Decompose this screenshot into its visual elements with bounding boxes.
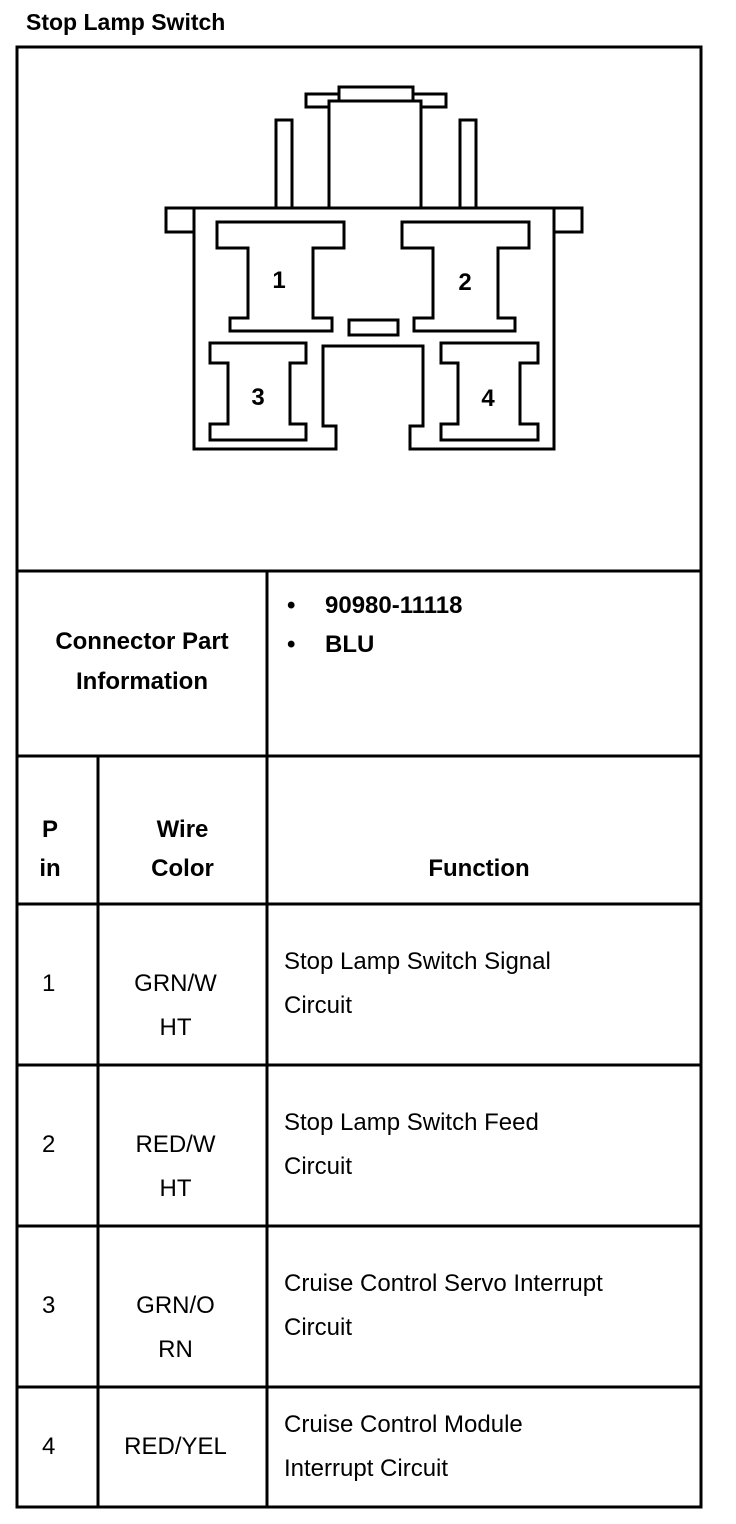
keying-slot xyxy=(347,318,400,337)
row-2-pin: 2 xyxy=(42,1131,56,1158)
bullet-item: • 90980-11118 xyxy=(287,586,463,625)
pin-header: P in xyxy=(17,810,83,888)
wire-color-header-line: Wire xyxy=(156,816,209,843)
row-2-function: Stop Lamp Switch Feed Circuit xyxy=(284,1101,539,1189)
bullet-item: • BLU xyxy=(287,625,463,664)
bullet-marker: • xyxy=(287,631,296,658)
lock-body xyxy=(327,99,423,208)
table-grid xyxy=(15,45,703,1509)
pin-label-4: 4 xyxy=(481,385,495,412)
row-1-pin: 1 xyxy=(42,970,56,997)
wire-color-line: RN xyxy=(158,1336,193,1363)
part-number: 90980-11118 xyxy=(325,592,463,619)
lock-post-left xyxy=(274,118,294,210)
wire-color-line: GRN/O xyxy=(136,1292,215,1319)
row-3-wire-color: GRN/O RN xyxy=(98,1284,253,1372)
wire-color-line: HT xyxy=(159,1175,192,1202)
pin-label-2: 2 xyxy=(458,269,471,296)
wire-color-line: HT xyxy=(159,1014,192,1041)
connector-info-bullets: • 90980-11118 • BLU xyxy=(287,586,463,664)
connector-info-label-line: Connector Part xyxy=(55,628,229,655)
pin-cavity-4 xyxy=(439,341,540,442)
function-line: Stop Lamp Switch Feed xyxy=(284,1109,539,1136)
pin-label-1: 1 xyxy=(272,267,285,294)
connector-info-label-line: Information xyxy=(76,668,208,695)
bullet-marker: • xyxy=(287,592,296,619)
function-line: Circuit xyxy=(284,1153,353,1180)
pin-cavity-1 xyxy=(215,220,346,333)
pin-header-line: in xyxy=(39,855,61,882)
row-2-wire-color: RED/W HT xyxy=(98,1123,253,1211)
row-1-function: Stop Lamp Switch Signal Circuit xyxy=(284,940,551,1028)
function-line: Circuit xyxy=(284,1314,353,1341)
wire-color-line: GRN/W xyxy=(134,970,217,997)
connector-shape xyxy=(164,85,584,451)
function-line: Cruise Control Module xyxy=(284,1411,523,1438)
function-line: Stop Lamp Switch Signal xyxy=(284,948,551,975)
function-line: Interrupt Circuit xyxy=(284,1455,449,1482)
connector-info-label: Connector Part Information xyxy=(17,622,267,702)
ear-right xyxy=(552,206,584,234)
row-4-pin: 4 xyxy=(42,1433,56,1460)
row-3-function: Cruise Control Servo Interrupt Circuit xyxy=(284,1262,603,1350)
page-title: Stop Lamp Switch xyxy=(26,9,226,35)
row-4-function: Cruise Control Module Interrupt Circuit xyxy=(284,1403,523,1491)
row-3-pin: 3 xyxy=(42,1292,56,1319)
pin-cavity-3 xyxy=(208,341,308,442)
pin-header-line: P xyxy=(41,816,58,843)
wire-color-line: RED/W xyxy=(135,1131,216,1158)
connector-color: BLU xyxy=(325,631,375,658)
ear-left xyxy=(164,206,196,234)
function-header: Function xyxy=(428,855,530,882)
function-line: Cruise Control Servo Interrupt xyxy=(284,1270,603,1297)
table-border xyxy=(15,45,703,1509)
wire-color-header: Wire Color xyxy=(98,810,267,888)
latch-cap xyxy=(337,85,415,103)
function-line: Circuit xyxy=(284,992,353,1019)
wire-color-header-line: Color xyxy=(151,855,214,882)
lock-post-right xyxy=(458,118,478,210)
row-1-wire-color: GRN/W HT xyxy=(98,962,253,1050)
pin-cavity-2 xyxy=(400,220,531,333)
pin-labels: 1 2 3 4 xyxy=(251,267,495,412)
pin-label-3: 3 xyxy=(251,384,264,411)
row-4-wire-color: RED/YEL xyxy=(124,1433,227,1460)
